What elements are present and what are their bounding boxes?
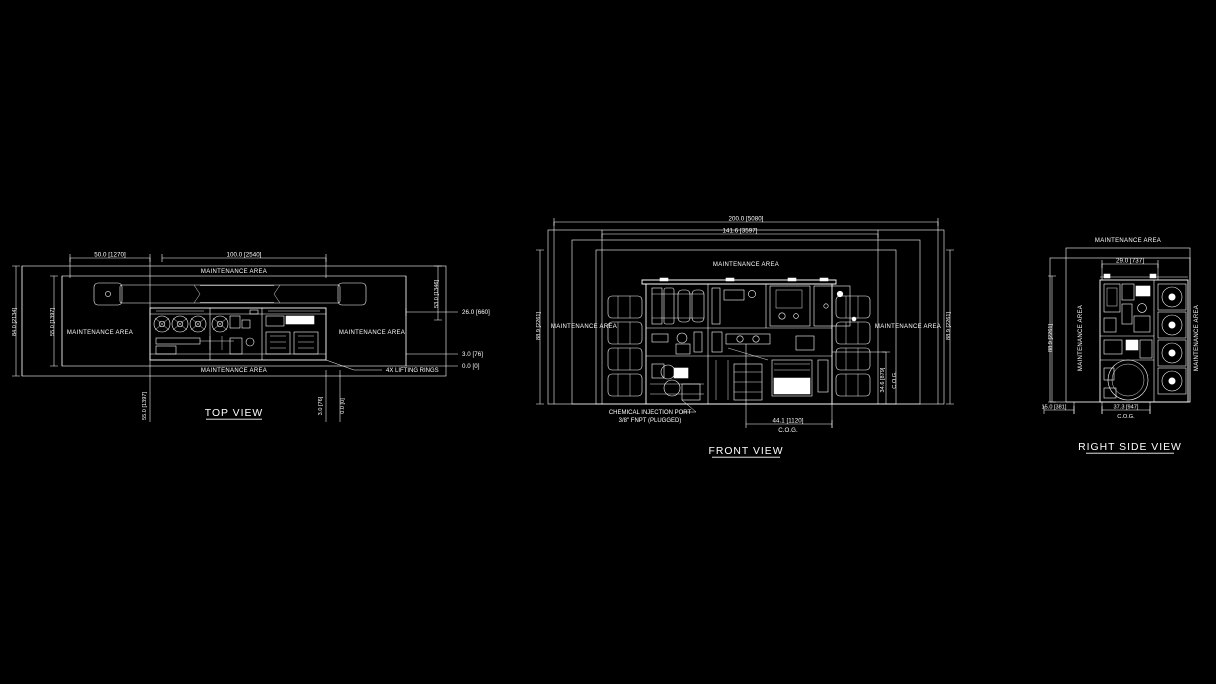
dim-top-b2: 3.0 [76] bbox=[318, 396, 324, 415]
dim-front-v-left: 88.9 [2261] bbox=[536, 312, 542, 340]
top-skid bbox=[149, 307, 327, 361]
rs-maintenance-label-2: MAINTENANCE AREA bbox=[1078, 305, 1084, 371]
front-left-coolers bbox=[607, 295, 643, 397]
dim-front-v-right: 88.9 [2261] bbox=[946, 312, 952, 340]
front-maintenance-label-1: MAINTENANCE AREA bbox=[713, 262, 779, 268]
front-dim-vertical: 88.9 [2261] 88.9 [2261] bbox=[536, 249, 954, 405]
rs-maintenance-label-1: MAINTENANCE AREA bbox=[1095, 238, 1161, 244]
note-lifting-rings-text: 4X LIFTING RINGS bbox=[386, 368, 439, 374]
top-vessel bbox=[93, 282, 367, 306]
top-maintenance-label-3: MAINTENANCE AREA bbox=[339, 330, 405, 336]
top-dim-chain: 50.0 [1270] 100.0 [2540] bbox=[69, 251, 327, 370]
front-maintenance-label-3: MAINTENANCE AREA bbox=[875, 324, 941, 330]
dim-rs-b2-label: C.O.G. bbox=[1117, 414, 1135, 420]
front-dim-cog-vertical: 34.6 [879] C.O.G. bbox=[832, 351, 898, 405]
dim-rs-b2: 37.3 [947] bbox=[1114, 404, 1139, 410]
front-right-coolers bbox=[835, 295, 871, 397]
top-view: 50.0 [1270] 100.0 [2540] 84.0 [2134] 55.… bbox=[10, 250, 490, 425]
rs-maintenance-label-3: MAINTENANCE AREA bbox=[1194, 305, 1200, 371]
top-maintenance-label-4: MAINTENANCE AREA bbox=[201, 368, 267, 374]
dim-rs-v: 88.9 [2261] bbox=[1048, 324, 1054, 352]
dim-top-b3: 0.0 [0] bbox=[340, 398, 346, 414]
dim-rs-b1: 15.0 [381] bbox=[1042, 404, 1067, 410]
right-side-view: 29.0 [737] 88.9 [2261] bbox=[1040, 232, 1216, 460]
front-view-title: FRONT VIEW bbox=[708, 446, 783, 458]
top-dim-bottom: 55.0 [1397] 3.0 [76] 0.0 [0] bbox=[142, 370, 346, 422]
top-dim-left: 84.0 [2134] 55.0 [1397] bbox=[12, 265, 58, 377]
dim-top-r3: 0.0 [0] bbox=[462, 363, 480, 370]
front-skid bbox=[641, 277, 851, 405]
dim-front-h2: 141.6 [3597] bbox=[723, 227, 758, 234]
dim-front-cog-v: 34.6 [879] bbox=[880, 367, 886, 392]
rs-dim-bottom: 15.0 [381] 37.3 [947] C.O.G. bbox=[1042, 402, 1151, 420]
top-dim-right: 53.0 [1346] 26.0 [660] 3.0 [76] 0.0 [0] bbox=[405, 265, 490, 370]
front-maintenance-label-2: MAINTENANCE AREA bbox=[551, 324, 617, 330]
dim-top-v-right: 53.0 [1346] bbox=[434, 280, 440, 308]
dim-top-r2: 3.0 [76] bbox=[462, 351, 483, 358]
front-view-title-text: FRONT VIEW bbox=[708, 446, 783, 457]
dim-front-cog-h: 44.1 [1120] bbox=[773, 417, 804, 424]
note-lifting-rings: 4X LIFTING RINGS bbox=[325, 359, 439, 374]
dim-top-v-left: 84.0 [2134] bbox=[12, 308, 18, 336]
dim-front-cog-v-label: C.O.G. bbox=[892, 371, 898, 389]
note-chem-line2: 3/8" FNPT (PLUGGED) bbox=[619, 418, 682, 424]
note-chemical-injection-port: CHEMICAL INJECTION PORT 3/8" FNPT (PLUGG… bbox=[609, 399, 697, 424]
rs-dim-top: 29.0 [737] bbox=[1101, 257, 1159, 280]
rs-view-title-text: RIGHT SIDE VIEW bbox=[1078, 442, 1182, 453]
dim-top-h1: 50.0 [1270] bbox=[94, 251, 126, 258]
dim-top-v-inner: 55.0 [1397] bbox=[50, 308, 56, 336]
dim-top-h2: 100.0 [2540] bbox=[227, 251, 262, 258]
front-dim-cog-horizontal: 44.1 [1120] C.O.G. bbox=[745, 344, 833, 434]
front-dim-top: 200.0 [5080] 141.6 [3597] bbox=[553, 215, 939, 404]
dim-front-cog-h-label: C.O.G. bbox=[778, 427, 798, 434]
rs-dim-vertical: 88.9 [2261] bbox=[1048, 275, 1056, 403]
top-maintenance-label-2: MAINTENANCE AREA bbox=[67, 330, 133, 336]
rs-view-title: RIGHT SIDE VIEW bbox=[1078, 442, 1182, 454]
top-view-title: TOP VIEW bbox=[205, 408, 263, 420]
top-view-title-text: TOP VIEW bbox=[205, 408, 263, 419]
dim-top-r1: 26.0 [660] bbox=[462, 309, 490, 316]
rs-skid bbox=[1099, 273, 1189, 403]
dim-front-h1: 200.0 [5080] bbox=[729, 215, 764, 222]
note-chem-line1: CHEMICAL INJECTION PORT bbox=[609, 410, 692, 416]
dim-rs-h1: 29.0 [737] bbox=[1116, 257, 1144, 264]
dim-top-b1: 55.0 [1397] bbox=[142, 392, 148, 420]
top-maintenance-label-1: MAINTENANCE AREA bbox=[201, 269, 267, 275]
front-view: 200.0 [5080] 141.6 [3597] 88.9 [2261] 88… bbox=[536, 212, 956, 464]
